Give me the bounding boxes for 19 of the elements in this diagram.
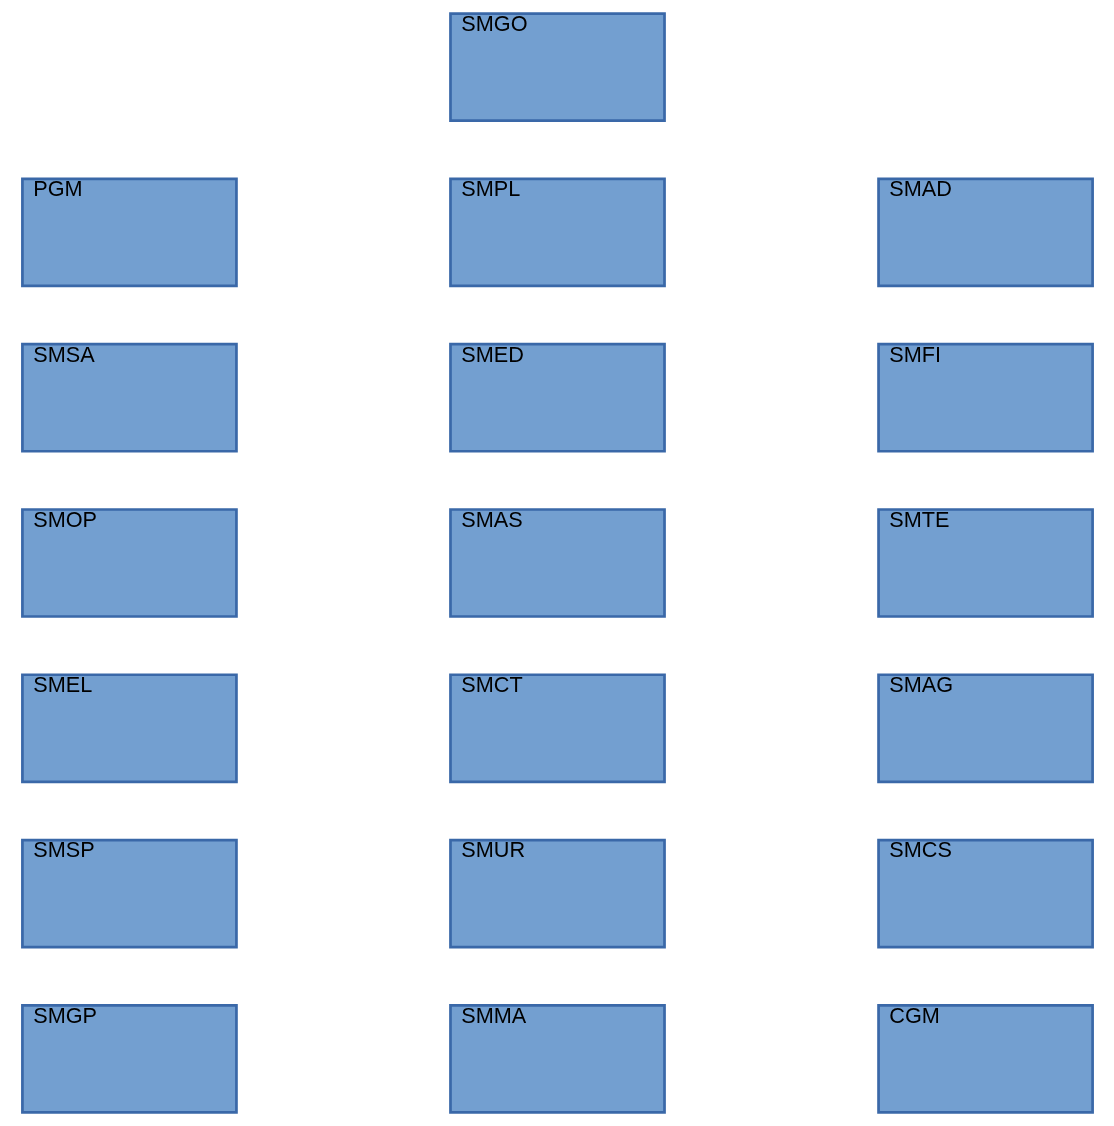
node-box: CGM — [876, 1003, 1094, 1114]
node-box: SMUR — [448, 838, 666, 949]
node-box: SMCT — [448, 673, 666, 784]
node-box: SMEL — [20, 673, 238, 784]
node-box: SMPL — [448, 177, 666, 288]
node-box: SMAS — [448, 508, 666, 618]
node-box: SMTE — [876, 508, 1094, 618]
node-box: SMGP — [20, 1003, 238, 1114]
node-box: SMSA — [20, 342, 238, 453]
node-box: SMMA — [448, 1003, 666, 1114]
node-box: SMGO — [448, 12, 666, 123]
node-box: SMAD — [876, 177, 1094, 288]
node-box: SMSP — [20, 838, 238, 949]
node-box: SMED — [448, 342, 666, 453]
node-box: SMCS — [876, 838, 1094, 949]
node-box: SMOP — [20, 508, 238, 618]
node-box: PGM — [20, 177, 238, 288]
node-box: SMFI — [876, 342, 1094, 453]
node-box: SMAG — [876, 673, 1094, 784]
